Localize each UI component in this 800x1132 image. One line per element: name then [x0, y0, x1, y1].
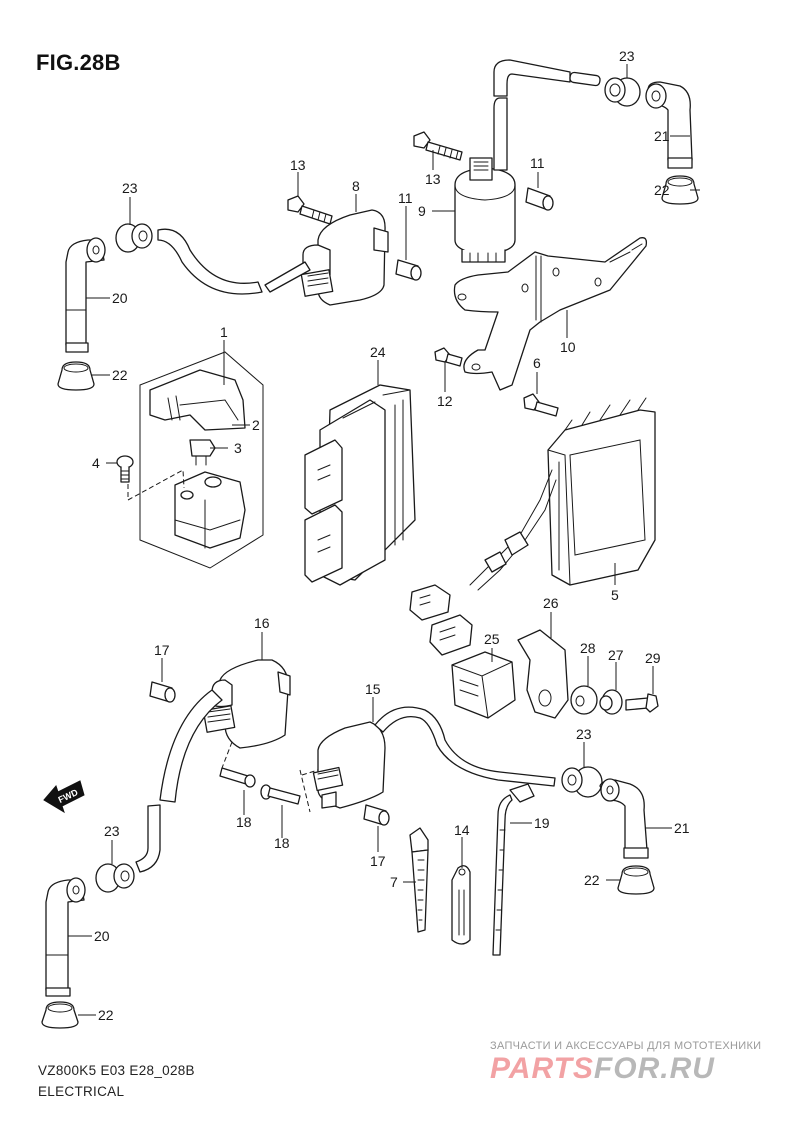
seal-22-lower-left [41, 1001, 79, 1029]
high-tension-lead-15 [374, 706, 556, 787]
callout-20-lower[interactable]: 20 [94, 928, 110, 944]
bolt-18-b [260, 784, 301, 805]
bracket-10[interactable] [453, 237, 648, 391]
callout-24[interactable]: 24 [370, 344, 386, 360]
callout-21-lower[interactable]: 21 [674, 820, 690, 836]
callout-22-lower-left[interactable]: 22 [98, 1007, 114, 1023]
callout-20-upper[interactable]: 20 [112, 290, 128, 306]
collar-27 [599, 689, 623, 715]
plug-cap-20-lower [45, 877, 86, 997]
callout-18-a[interactable]: 18 [236, 814, 252, 830]
section-name: ELECTRICAL [38, 1084, 125, 1099]
plug-cap-20-upper [65, 237, 106, 353]
figure-title: FIG.28B [36, 50, 121, 75]
callout-13-left[interactable]: 13 [290, 157, 306, 173]
cap-23-lower-left [95, 863, 135, 893]
ignition-coil-9[interactable] [454, 157, 516, 263]
bracket-26 [517, 629, 569, 719]
coupler-upper [409, 584, 451, 621]
callout-19[interactable]: 19 [534, 815, 550, 831]
screw-4 [116, 455, 134, 483]
watermark-tagline: ЗАПЧАСТИ И АКСЕССУАРЫ ДЛЯ МОТОТЕХНИКИ [490, 1040, 762, 1052]
coupler-lower [429, 614, 473, 656]
grommet-28 [570, 685, 598, 715]
callout-23-upper-left[interactable]: 23 [122, 180, 138, 196]
bolt-6 [523, 393, 559, 417]
forward-direction-icon: FWD [43, 780, 85, 814]
seal-22-top-right [661, 175, 699, 205]
cap-23-top-right [604, 77, 641, 107]
callout-21-upper[interactable]: 21 [654, 128, 670, 144]
fuse-3 [189, 439, 216, 466]
callout-9[interactable]: 9 [418, 203, 426, 219]
callout-29[interactable]: 29 [645, 650, 661, 666]
callout-3[interactable]: 3 [234, 440, 242, 456]
bolt-12 [434, 347, 463, 367]
ignition-coil-16[interactable] [202, 659, 291, 749]
bolt-13-left [287, 195, 333, 225]
callout-7[interactable]: 7 [390, 874, 398, 890]
callout-28[interactable]: 28 [580, 640, 596, 656]
starter-relay-assembly-1[interactable] [139, 351, 264, 569]
callout-labels: 1 2 3 4 5 6 7 8 9 10 11 11 12 13 13 14 1… [92, 48, 690, 1023]
cap-23-lower-right [561, 766, 603, 798]
bolt-18-a [219, 767, 256, 788]
callout-22-upper-left[interactable]: 22 [112, 367, 128, 383]
watermark-brand-part1: PARTS [490, 1052, 594, 1085]
cap-23-upper-left [115, 223, 153, 253]
clamp-19 [492, 783, 535, 956]
clamp-14 [451, 865, 471, 945]
model-code: VZ800K5 E03 E28_028B [38, 1063, 195, 1078]
leader-lines [68, 64, 700, 1016]
regulator-rectifier-5[interactable] [469, 397, 656, 591]
spacer-11-left [395, 259, 422, 281]
sensor-25[interactable] [451, 651, 516, 719]
callout-1[interactable]: 1 [220, 324, 228, 340]
bolt-29 [625, 693, 659, 713]
plug-cap-21-lower [599, 778, 649, 859]
ignition-coil-8[interactable] [300, 209, 389, 306]
callout-18-b[interactable]: 18 [274, 835, 290, 851]
callout-22-upper-right[interactable]: 22 [654, 182, 670, 198]
ecm-unit-24[interactable] [304, 384, 416, 586]
callout-27[interactable]: 27 [608, 647, 624, 663]
spacer-17-left [149, 681, 176, 703]
callout-6[interactable]: 6 [533, 355, 541, 371]
callout-2[interactable]: 2 [252, 417, 260, 433]
high-tension-lead-16 [135, 689, 223, 873]
relay-base [174, 471, 246, 549]
callout-22-lower-right[interactable]: 22 [584, 872, 600, 888]
callout-23-lower-right[interactable]: 23 [576, 726, 592, 742]
ignition-coil-15[interactable] [312, 721, 386, 809]
callout-4[interactable]: 4 [92, 455, 100, 471]
callout-11-right[interactable]: 11 [530, 155, 545, 171]
callout-12[interactable]: 12 [437, 393, 453, 409]
callout-10[interactable]: 10 [560, 339, 576, 355]
callout-8[interactable]: 8 [352, 178, 360, 194]
callout-5[interactable]: 5 [611, 587, 619, 603]
callout-25[interactable]: 25 [484, 631, 500, 647]
callout-23-lower-left[interactable]: 23 [104, 823, 120, 839]
plug-cap-21-top [645, 81, 693, 169]
callout-26[interactable]: 26 [543, 595, 559, 611]
watermark-brand-part2: FOR.RU [593, 1052, 715, 1085]
relay-cover-2 [149, 369, 246, 431]
high-tension-lead-9 [493, 59, 601, 171]
callout-11-left[interactable]: 11 [398, 190, 413, 206]
callout-23-upper-right[interactable]: 23 [619, 48, 635, 64]
callout-15[interactable]: 15 [365, 681, 381, 697]
callout-13-right[interactable]: 13 [425, 171, 441, 187]
seal-22-upper-left [57, 361, 95, 391]
spacer-17-right [363, 804, 390, 826]
callout-17-right[interactable]: 17 [370, 853, 386, 869]
callout-14[interactable]: 14 [454, 822, 470, 838]
spacer-11-right [525, 187, 554, 211]
clamp-7 [409, 827, 429, 933]
high-tension-lead-8 [157, 228, 311, 295]
callout-16[interactable]: 16 [254, 615, 270, 631]
bolt-13-right [413, 131, 463, 161]
seal-22-lower-right [617, 865, 655, 895]
watermark-logo: PARTSFOR.RU [490, 1052, 715, 1086]
callout-17-left[interactable]: 17 [154, 642, 170, 658]
